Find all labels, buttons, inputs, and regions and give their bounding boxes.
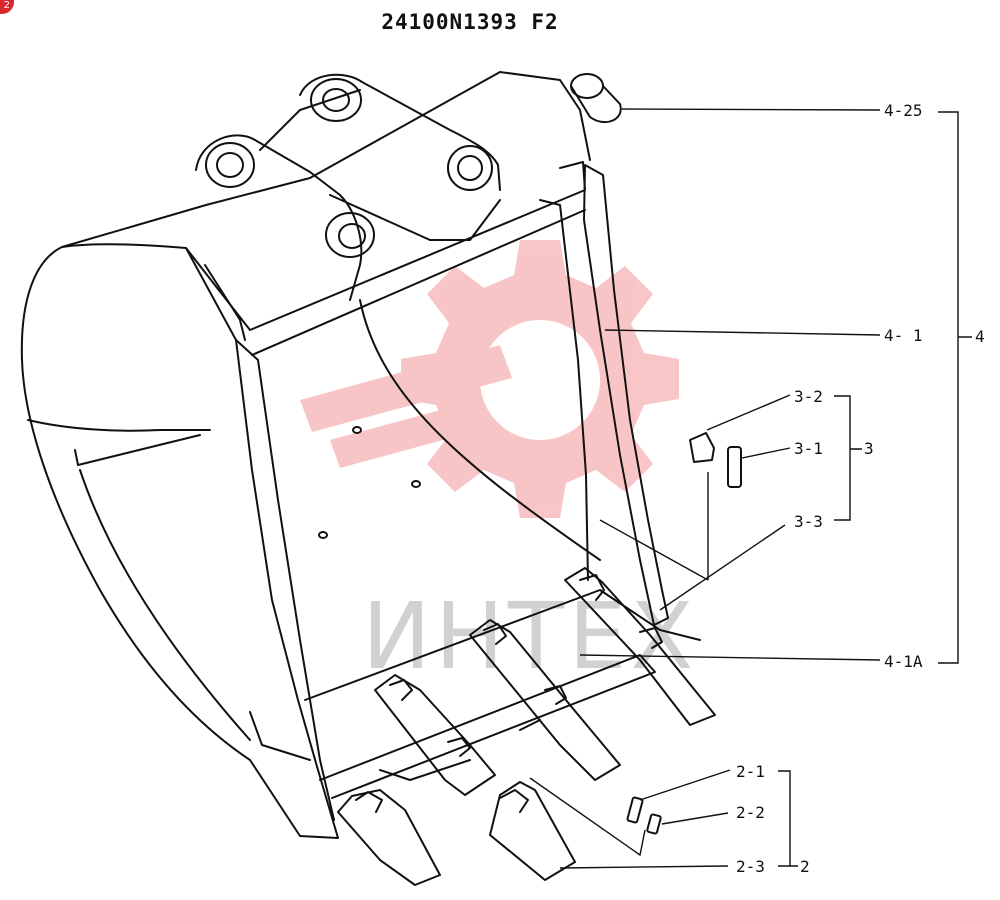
right-plate-inner — [539, 199, 589, 581]
tooth-part-2-3 — [489, 781, 576, 881]
label-2: 2 — [800, 857, 810, 876]
lock-part-2-2 — [646, 813, 662, 835]
left-inner-wall-2 — [204, 264, 246, 341]
tooth-mounted-2 — [374, 674, 496, 796]
pin-boss-1 — [205, 142, 255, 188]
side-plate-wear-line — [79, 469, 251, 741]
pin-boss-4 — [447, 145, 493, 191]
bucket-top-edge — [61, 71, 591, 248]
label-4-1: 4- 1 — [884, 326, 923, 345]
label-2-2: 2-2 — [736, 803, 765, 822]
leader-2-1 — [639, 769, 731, 801]
back-plate-lower — [251, 209, 586, 356]
leader-4-1 — [604, 329, 881, 336]
leader-3-3 — [659, 524, 786, 611]
bolt-hole — [352, 426, 362, 434]
side-plate-bottom — [249, 711, 311, 761]
side-plate-inner-edge — [27, 419, 211, 432]
bucket-side-plate-right — [583, 164, 669, 626]
leader-3-2 — [706, 394, 791, 431]
pin-part-2-1 — [626, 796, 644, 824]
tooth-mounted-4 — [564, 567, 716, 726]
leader-2-2 — [661, 812, 729, 825]
cutting-edge-lip — [379, 719, 541, 781]
back-plate-curve — [359, 299, 601, 561]
pin-boss-3 — [325, 212, 375, 258]
tooth-mounted-1 — [337, 789, 441, 886]
pin-boss-3-inner — [338, 223, 366, 249]
bucket-side-plate-left — [20, 243, 339, 839]
pin-boss-1-inner — [216, 152, 244, 178]
leader-3-1 — [741, 447, 791, 459]
leader-4-1A — [579, 654, 881, 661]
label-3-3: 3-3 — [794, 512, 823, 531]
bucket-floor — [304, 589, 701, 701]
side-plate-edge-2 — [74, 434, 201, 466]
pin-part-3-1 — [727, 446, 742, 488]
pin-boss-4-inner — [457, 155, 483, 181]
label-3-1: 3-1 — [794, 439, 823, 458]
label-2-1: 2-1 — [736, 762, 765, 781]
gear-logo-icon — [300, 240, 679, 518]
bushing-part-4-25 — [570, 73, 622, 123]
leader-3-3-b — [599, 472, 709, 581]
tooth-mounted-3 — [469, 619, 621, 781]
label-3: 3 — [864, 439, 874, 458]
label-4: 4 — [975, 327, 985, 346]
adapter-part-3-2 — [689, 432, 715, 463]
left-inner-wall — [235, 339, 335, 821]
corner-badge-text: 2 — [3, 0, 10, 11]
leader-2-3-b — [529, 777, 646, 857]
leader-2-3 — [559, 865, 729, 869]
bolt-hole — [411, 480, 421, 488]
bracket-group-3 — [834, 395, 862, 521]
label-4-1A: 4-1A — [884, 652, 923, 671]
pin-boss-2 — [310, 78, 362, 122]
label-4-25: 4-25 — [884, 101, 923, 120]
bracket-group-2 — [778, 770, 798, 867]
bracket-group-4 — [938, 111, 972, 664]
leader-4-25 — [621, 108, 881, 111]
bolt-hole — [318, 531, 328, 539]
label-2-3: 2-3 — [736, 857, 765, 876]
pin-boss-2-inner — [322, 88, 350, 112]
watermark-text: ИНТЕХ — [362, 583, 697, 690]
cutting-edge — [319, 654, 656, 799]
drawing-title: 24100N1393 F2 — [381, 10, 559, 34]
label-3-2: 3-2 — [794, 387, 823, 406]
